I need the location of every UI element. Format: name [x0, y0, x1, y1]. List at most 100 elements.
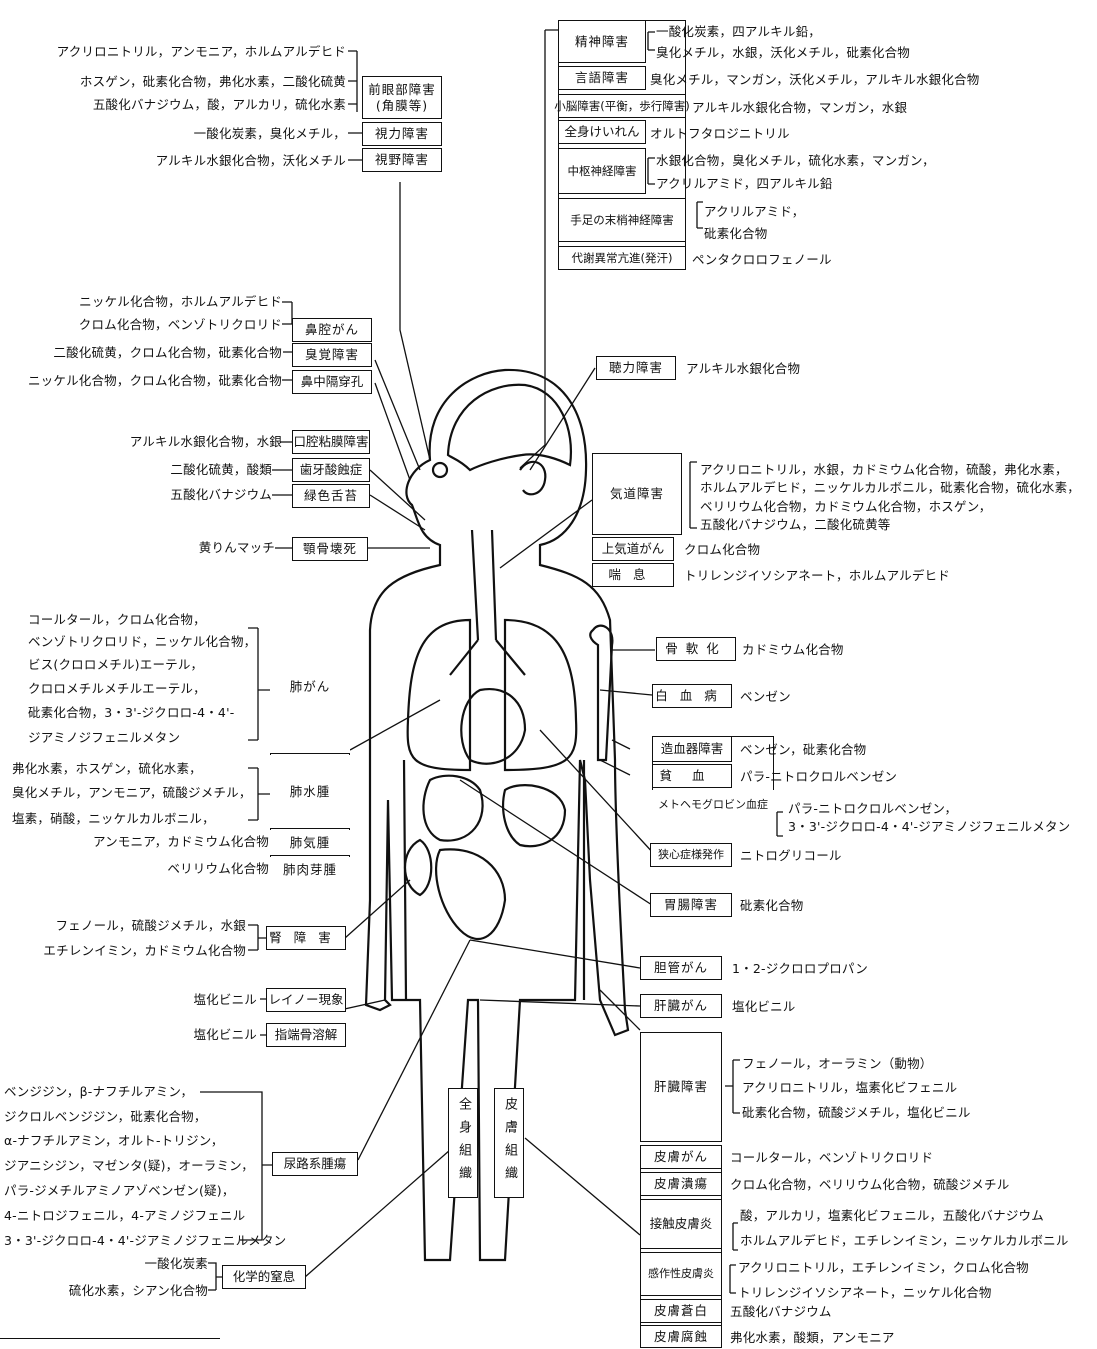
skin-agent-line: アクリロニトリル，エチレンイミン，クロム化合物: [738, 1259, 1029, 1276]
urinary-agent-line: ジクロルベンジジン，砒素化合物，: [4, 1108, 207, 1125]
disease-box-peripheral-nerve: 手足の末梢神経障害: [558, 198, 686, 242]
nerve-agent-line: アクリルアミド，: [704, 203, 804, 220]
skin-agent-line: ホルムアルデヒド，エチレンイミン，ニッケルカルボニル: [740, 1232, 1069, 1249]
kidney-agent-line: フェノール，硫酸ジメチル，水銀: [55, 917, 246, 934]
disease-box-cerebellar: 小脳障害(平衡，歩行障害): [558, 94, 686, 118]
disease-box-chemical-asphyxia: 化学的窒息: [222, 1265, 306, 1289]
urinary-agent-line: 4-ニトロジフェニル，4-アミノジフェニル: [4, 1207, 245, 1224]
blood-agent-line: ニトログリコール: [740, 847, 842, 864]
lung-agent-line: ベンゾトリクロリド，ニッケル化合物，: [28, 633, 256, 650]
skin-agent-line: トリレンジイソシアネート，ニッケル化合物: [738, 1284, 992, 1301]
disease-box-pulmonary-edema: 肺水腫: [270, 755, 350, 829]
blood-agent-line: 3・3'-ジクロロ-4・4'-ジアミノジフェニルメタン: [788, 818, 1070, 835]
disease-box-oral-mucosa: 口腔粘膜障害: [292, 430, 370, 454]
disease-box-contact-dermatitis: 接触皮膚炎: [640, 1199, 722, 1249]
disease-box-raynaud: レイノー現象: [266, 988, 346, 1012]
lung-agent-line: ジアミノジフェニルメタン: [28, 729, 180, 746]
disease-box-leukemia: 白血病: [652, 684, 732, 708]
asphyxia-agent-line: 硫化水素，シアン化合物: [69, 1282, 208, 1299]
disease-box-kidney: 腎障害: [266, 926, 346, 950]
label-skin-tissue: 皮膚組織: [494, 1088, 524, 1198]
disease-box-angina: 狭心症様発作: [650, 843, 732, 867]
mouth-agent-line: アルキル水銀化合物，水銀: [130, 433, 282, 450]
disease-box-dental-erosion: 歯牙酸蝕症: [292, 458, 370, 482]
disease-box-upper-airway-cancer: 上気道がん: [592, 537, 674, 561]
blood-agent-line: パラ-ニトロクロルベンゼン: [740, 768, 897, 785]
liver-agent-line: 1・2-ジクロロプロパン: [732, 960, 868, 977]
mouth-agent-line: 五酸化バナジウム: [170, 486, 272, 503]
disease-box-anterior-eye: 前眼部障害 (角膜等): [362, 76, 442, 119]
disease-box-granuloma: 肺肉芽腫: [270, 857, 350, 882]
nose-agent-line: クロム化合物，ベンゾトリクロリド: [79, 316, 282, 333]
disease-box-urinary-tumor: 尿路系腫瘍: [272, 1152, 358, 1176]
nerve-agent-line: アクリルアミド，四アルキル鉛: [656, 175, 833, 192]
disease-box-emphysema: 肺気腫: [270, 830, 350, 856]
lung-agent-line: コールタール，クロム化合物，: [28, 611, 206, 628]
disease-box-osteomalacia: 骨軟化: [656, 637, 736, 661]
disease-box-green-tongue: 緑色舌苔: [292, 484, 370, 508]
nerve-agent-line: 臭化メチル，水銀，沃化メチル，砒素化合物: [656, 44, 910, 61]
disease-box-sensitization-dermatitis: 感作性皮膚炎: [640, 1252, 722, 1296]
hand-agent-line: 塩化ビニル: [193, 1026, 257, 1043]
disease-box-skin-pallor: 皮膚蒼白: [640, 1299, 722, 1323]
disease-box-liver-cancer: 肝臓がん: [640, 994, 722, 1018]
disease-box-liver: 肝臓障害: [640, 1032, 722, 1142]
disease-box-metabolic: 代謝異常亢進(発汗): [558, 246, 686, 270]
disease-box-gi: 胃腸障害: [650, 893, 732, 917]
nose-agent-line: ニッケル化合物，ホルムアルデヒド: [79, 293, 282, 310]
mouth-agent-line: 二酸化硫黄，酸類: [170, 461, 272, 478]
airway-agent-line: クロム化合物: [684, 541, 760, 558]
eyes-agent-line: アルキル水銀化合物，沃化メチル: [156, 152, 346, 169]
airway-agent-line: アクリロニトリル，水銀，カドミウム化合物，硫酸，弗化水素，: [700, 461, 1068, 478]
blood-agent-line: 砒素化合物: [740, 897, 804, 914]
urinary-agent-line: ジアニシジン，マゼンタ(疑)，オーラミン，: [4, 1157, 254, 1174]
urinary-agent-line: α-ナフチルアミン，オルト-トリジン，: [4, 1132, 224, 1149]
airway-agent-line: トリレンジイソシアネート，ホルムアルデヒド: [684, 567, 950, 584]
asphyxia-agent-line: 一酸化炭素: [144, 1255, 208, 1272]
eyes-agent-line: 五酸化バナジウム，酸，アルカリ，硫化水素: [93, 96, 346, 113]
disease-box-hematopoietic: 造血器障害: [652, 736, 732, 762]
airway-agent-line: ベリリウム化合物，カドミウム化合物，ホスゲン，: [700, 498, 991, 515]
bottom-rule: [0, 1338, 220, 1339]
disease-box-jaw-necrosis: 顎骨壊死: [292, 537, 368, 561]
mouth-agent-line: 黄りんマッチ: [199, 539, 275, 556]
lung-agent-line: アンモニア，カドミウム化合物: [93, 833, 269, 850]
lung-agent-line: 臭化メチル，アンモニア，硫酸ジメチル，: [12, 784, 252, 801]
skin-agent-line: 五酸化バナジウム: [730, 1303, 832, 1320]
disease-box-visual-field: 視野障害: [362, 148, 442, 172]
disease-box-visual-acuity: 視力障害: [362, 122, 442, 146]
disease-box-septum: 鼻中隔穿孔: [292, 370, 372, 394]
disease-box-methemoglobin: メトヘモグロビン血症: [652, 790, 774, 820]
disease-box-hearing: 聴力障害: [596, 356, 676, 380]
nerve-agent-line: オルトフタロジニトリル: [650, 125, 790, 142]
airway-agent-line: ホルムアルデヒド，ニッケルカルボニル，砒素化合物，硫化水素，: [700, 479, 1080, 496]
nerve-agent-line: 臭化メチル，マンガン，沃化メチル，アルキル水銀化合物: [650, 71, 979, 88]
lung-agent-line: ビス(クロロメチル)エーテル，: [28, 656, 203, 673]
nerve-agent-line: 砒素化合物: [704, 225, 768, 242]
skin-agent-line: 酸，アルカリ，塩素化ビフェニル，五酸化バナジウム: [740, 1207, 1044, 1224]
ear-agent: アルキル水銀化合物: [686, 360, 800, 377]
liver-agent-line: フェノール，オーラミン（動物）: [742, 1055, 933, 1072]
disease-box-speech: 言語障害: [558, 66, 646, 90]
disease-box-central-nerve: 中枢神経障害: [558, 148, 646, 194]
urinary-agent-line: 3・3'-ジクロロ-4・4'-ジアミノジフェニルメタン: [4, 1232, 286, 1249]
lung-agent-line: 塩素，硝酸，ニッケルカルボニル，: [12, 810, 215, 827]
urinary-agent-line: ベンジジン，β-ナフチルアミン，: [4, 1083, 193, 1100]
disease-box-anemia: 貧血: [652, 764, 732, 788]
disease-box-acro-osteolysis: 指端骨溶解: [266, 1023, 346, 1047]
disease-box-mental: 精神障害: [558, 20, 646, 63]
disease-box-airway: 気道障害: [592, 453, 682, 535]
disease-box-lung-cancer: 肺がん: [270, 620, 350, 754]
disease-box-skin-ulcer: 皮膚潰瘍: [640, 1172, 722, 1196]
hand-agent-line: 塩化ビニル: [193, 991, 257, 1008]
disease-box-skin-corrosion: 皮膚腐蝕: [640, 1325, 722, 1348]
skin-agent-line: コールタール，ベンゾトリクロリド: [730, 1149, 933, 1166]
nerve-agent-line: 水銀化合物，臭化メチル，硫化水素，マンガン，: [656, 152, 935, 169]
kidney-agent-line: エチレンイミン，カドミウム化合物: [43, 942, 246, 959]
skin-agent-line: クロム化合物，ベリリウム化合物，硫酸ジメチル: [730, 1176, 1009, 1193]
blood-agent-line: カドミウム化合物: [742, 641, 844, 658]
blood-agent-line: ベンゼン: [740, 688, 791, 705]
disease-box-smell: 臭覚障害: [292, 343, 372, 367]
nerve-agent-line: ペンタクロロフェノール: [692, 251, 832, 268]
eyes-agent-line: ホスゲン，砒素化合物，弗化水素，二酸化硫黄: [80, 73, 346, 90]
